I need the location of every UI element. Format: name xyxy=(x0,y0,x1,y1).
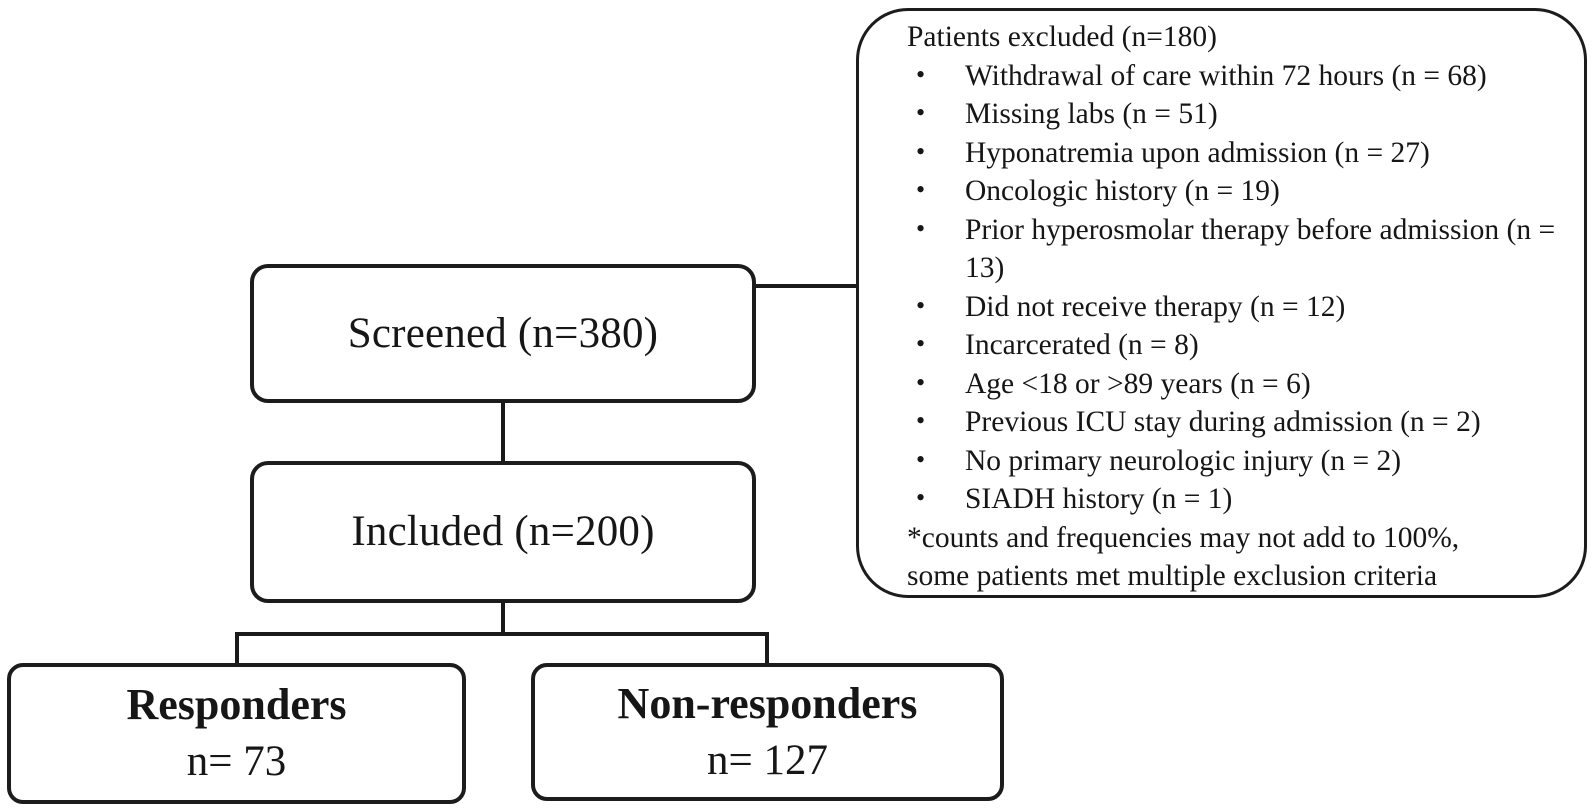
connector-screened-to-excluded xyxy=(752,284,858,288)
screened-box: Screened (n=380) xyxy=(250,264,756,403)
non-responders-count: n= 127 xyxy=(706,736,828,784)
non-responders-title: Non-responders xyxy=(617,678,918,728)
bullet-icon: • xyxy=(916,213,926,243)
branch-horizontal-bar xyxy=(235,632,769,636)
excluded-item: •SIADH history (n = 1) xyxy=(916,480,1566,519)
excluded-list: •Withdrawal of care within 72 hours (n =… xyxy=(907,57,1566,519)
responders-title: Responders xyxy=(126,680,347,730)
branch-drop-non-responders xyxy=(765,632,769,665)
bullet-icon: • xyxy=(916,367,926,397)
excluded-footnote: *counts and frequencies may not add to 1… xyxy=(907,521,1460,593)
bullet-icon: • xyxy=(916,329,926,358)
responders-box: Responders n= 73 xyxy=(7,663,466,804)
bullet-icon: • xyxy=(916,444,926,474)
connector-screened-to-included xyxy=(501,400,505,463)
excluded-item: •Prior hyperosmolar therapy before admis… xyxy=(916,211,1566,288)
excluded-box: Patients excluded (n=180) •Withdrawal of… xyxy=(856,8,1587,598)
excluded-item: •Did not receive therapy (n = 12) xyxy=(916,288,1566,327)
excluded-item: •Previous ICU stay during admission (n =… xyxy=(916,403,1566,442)
excluded-item: •Oncologic history (n = 19) xyxy=(916,172,1566,211)
bullet-icon: • xyxy=(916,98,926,127)
bullet-icon: • xyxy=(916,59,926,89)
excluded-item: •Age <18 or >89 years (n = 6) xyxy=(916,365,1566,404)
excluded-item: •Missing labs (n = 51) xyxy=(916,95,1566,134)
branch-drop-responders xyxy=(235,632,239,665)
bullet-icon: • xyxy=(916,483,926,512)
bullet-icon: • xyxy=(916,136,926,166)
excluded-item: •Incarcerated (n = 8) xyxy=(916,326,1566,365)
included-label: Included (n=200) xyxy=(351,508,655,556)
connector-included-to-branch xyxy=(501,600,505,636)
bullet-icon: • xyxy=(916,406,926,435)
bullet-icon: • xyxy=(916,290,926,320)
excluded-item: •Hyponatremia upon admission (n = 27) xyxy=(916,134,1566,173)
non-responders-box: Non-responders n= 127 xyxy=(531,663,1004,801)
responders-count: n= 73 xyxy=(186,738,287,786)
excluded-item: •Withdrawal of care within 72 hours (n =… xyxy=(916,57,1566,96)
excluded-header: Patients excluded (n=180) xyxy=(907,21,1217,53)
screened-label: Screened (n=380) xyxy=(347,309,659,357)
bullet-icon: • xyxy=(916,175,926,204)
included-box: Included (n=200) xyxy=(250,461,756,603)
excluded-item: •No primary neurologic injury (n = 2) xyxy=(916,442,1566,481)
